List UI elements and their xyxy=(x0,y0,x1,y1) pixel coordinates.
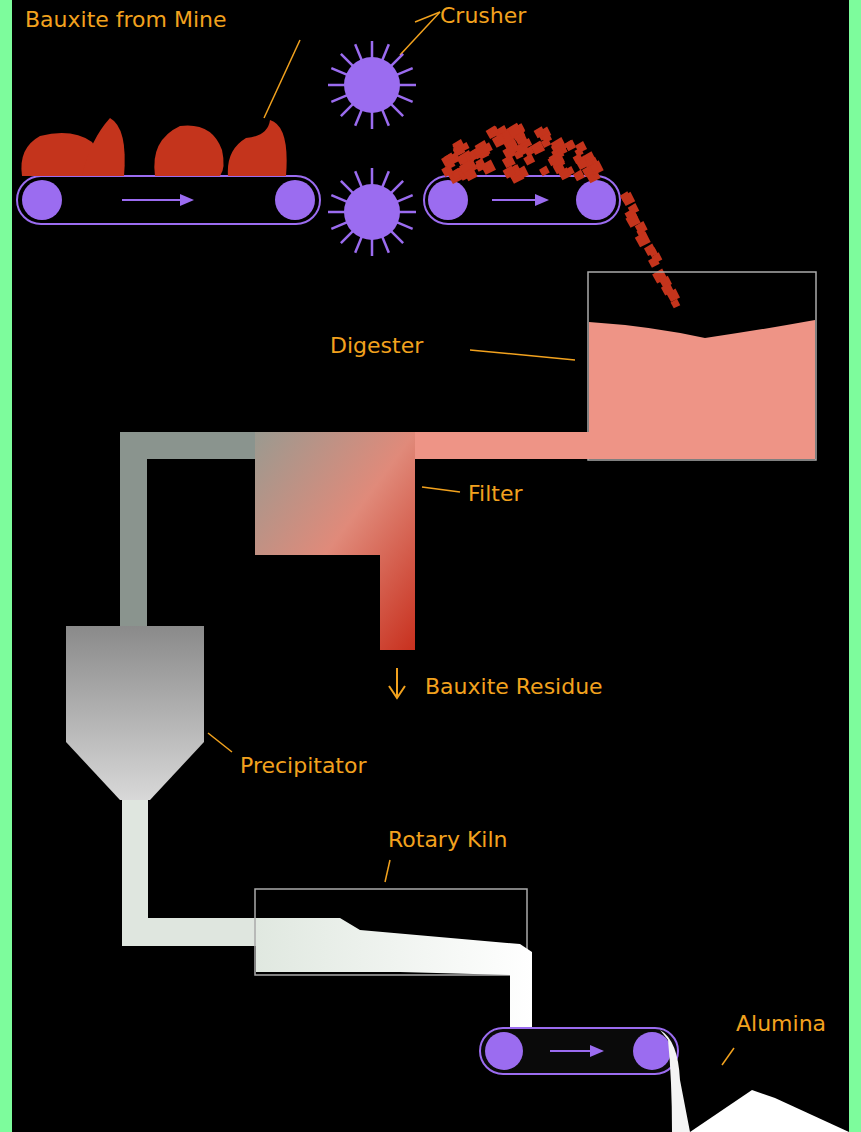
diagram-ground: Bauxite from Mine CrusherDigesterFilterBa… xyxy=(12,0,849,1132)
residue-label: Bauxite Residue xyxy=(425,675,603,699)
precipitator-label: Precipitator xyxy=(240,754,367,778)
digester-label: Digester xyxy=(330,334,423,358)
product-label: Alumina xyxy=(736,1012,826,1036)
crusher-label: Crusher xyxy=(440,4,526,28)
process-illustration xyxy=(12,0,849,1132)
source-label: Bauxite from Mine xyxy=(25,8,227,32)
filter-label: Filter xyxy=(468,482,522,506)
kiln-label: Rotary Kiln xyxy=(388,828,508,852)
